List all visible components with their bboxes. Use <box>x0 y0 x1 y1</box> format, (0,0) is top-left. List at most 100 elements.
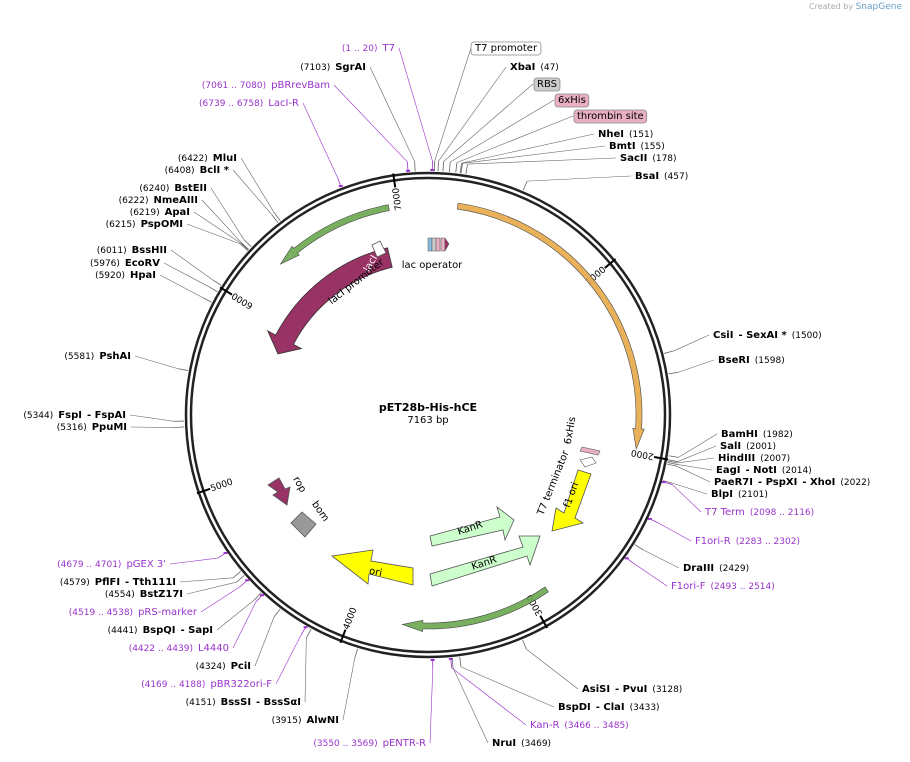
feature-label: (4324)PciI <box>196 661 251 672</box>
feature-label: CsiI- SexAI *(1500) <box>713 330 822 341</box>
primer-mark <box>624 557 629 560</box>
lac-operator-box <box>427 237 433 252</box>
leader-line <box>302 102 338 178</box>
leader-stub <box>662 480 673 484</box>
leader-stub <box>212 279 222 286</box>
label-part: NruI <box>492 738 516 749</box>
feature-label: AsiSI- PvuI(3128) <box>582 684 682 695</box>
primer-mark <box>406 169 411 172</box>
feature-label: (6739 .. 6758) LacI-R <box>199 98 299 109</box>
feature-label-box <box>554 93 590 108</box>
label-part: BamHI <box>721 429 758 440</box>
leader-line <box>460 666 555 708</box>
leader-line <box>130 426 175 428</box>
thrombin-box <box>440 237 446 252</box>
leader-stub <box>271 214 279 223</box>
label-part: T7 promoter <box>474 43 538 54</box>
feature-label: BamHI(1982) <box>721 429 793 440</box>
leader-line <box>438 66 507 162</box>
leader-line <box>678 359 715 373</box>
laci-promoter-arrow <box>371 240 387 258</box>
tick-mark <box>653 455 669 461</box>
leader-stub <box>459 163 462 174</box>
label-part: F1ori-R <box>695 536 731 547</box>
label-part: (1598) <box>755 356 785 366</box>
leader-stub <box>667 459 678 462</box>
leader-line <box>275 634 302 685</box>
label-part: pBRrevBam <box>271 80 330 91</box>
primer-mark <box>430 658 435 661</box>
feature-label: (4151)BssSI- BssSαI <box>186 697 301 708</box>
leader-line <box>186 223 241 245</box>
label-part: (178) <box>652 154 676 164</box>
feature-label: BlpI(2101) <box>711 489 768 500</box>
feature-label: (5976)EcoRV <box>90 258 160 269</box>
feature-label: T7 Term(2098 .. 2116) <box>704 507 814 518</box>
label-part: BstZ17I <box>140 589 183 600</box>
leader-line <box>333 84 408 163</box>
primer-mark <box>448 657 453 660</box>
label-part: - XhoI <box>802 477 835 488</box>
feature-label: F1ori-F(2493 .. 2514) <box>671 581 775 592</box>
feature-label: (4679 .. 4701)pGEX 3' <box>57 559 166 570</box>
leader-stub <box>442 161 444 172</box>
leader-stub <box>240 243 248 251</box>
feature-label: (5316)PpuMI <box>57 422 127 433</box>
leader-line <box>163 262 209 287</box>
primer-mark <box>647 517 652 520</box>
feature-label: (1 .. 20)T7 <box>342 43 395 54</box>
label-part: (2101) <box>738 490 768 500</box>
label-part: - SexAI * <box>738 330 787 341</box>
feature-label: (4422 .. 4439)L4440 <box>129 643 229 654</box>
label-part: - PvuI <box>615 684 647 695</box>
feature-label: (3915)AlwNI <box>272 715 339 726</box>
label-part: (4579) <box>60 578 90 588</box>
leader-line <box>304 637 307 703</box>
label-part: EcoRV <box>125 258 160 269</box>
leader-line <box>676 465 711 483</box>
feature-label: 6xHis <box>558 95 586 106</box>
label-part: LacI-R <box>268 98 299 109</box>
feature-label: (4441)BspQI- SapI <box>108 625 213 636</box>
leader-stub <box>241 242 249 250</box>
leader-stub <box>243 239 252 247</box>
label-part: (6739 .. 6758) <box>199 99 263 109</box>
leader-stub <box>664 350 674 354</box>
label-part: (2493 .. 2514) <box>710 582 774 592</box>
label-part: - PspXI <box>758 477 797 488</box>
leader-stub <box>465 164 468 175</box>
tick-mark <box>196 487 211 495</box>
leader-line <box>657 522 692 542</box>
feature-label: (6422) MluI <box>178 153 237 164</box>
feature-label: (5344)FspI- FspAI <box>23 410 126 421</box>
label-part: - ClaI <box>596 702 625 713</box>
label-part: Kan-R <box>530 720 559 731</box>
leader-stub <box>522 180 528 191</box>
label-part: SalI <box>720 441 741 452</box>
label-part: MluI <box>213 153 237 164</box>
label-part: EagI <box>716 465 740 476</box>
feature-label: Kan-R(3466 .. 3485) <box>530 720 629 731</box>
label-part: BstEII <box>174 183 207 194</box>
leader-line <box>672 482 708 495</box>
leader-stub <box>305 628 312 639</box>
leader-stub <box>236 575 245 583</box>
leader-line <box>159 274 203 298</box>
feature-label: (3550 .. 3569)pENTR-R <box>313 738 426 749</box>
leader-stub <box>202 297 212 303</box>
feature-label-box <box>533 77 561 92</box>
leader-stub <box>208 286 218 293</box>
label-part: (6422) <box>178 154 208 164</box>
label-part: T7 Term <box>704 507 745 518</box>
feature-label: (5581)PshAI <box>64 351 131 362</box>
label-part: (2007) <box>760 454 790 464</box>
leader-line <box>186 581 237 595</box>
feature-label: NheI(151) <box>598 129 653 140</box>
leader-stub <box>414 161 416 172</box>
primer-mark <box>430 169 435 172</box>
ori-arrow <box>331 549 414 586</box>
leader-line <box>254 616 275 667</box>
label-part: PpuMI <box>92 422 127 433</box>
leader-line <box>201 199 242 243</box>
label-part: (3550 .. 3569) <box>313 739 377 749</box>
